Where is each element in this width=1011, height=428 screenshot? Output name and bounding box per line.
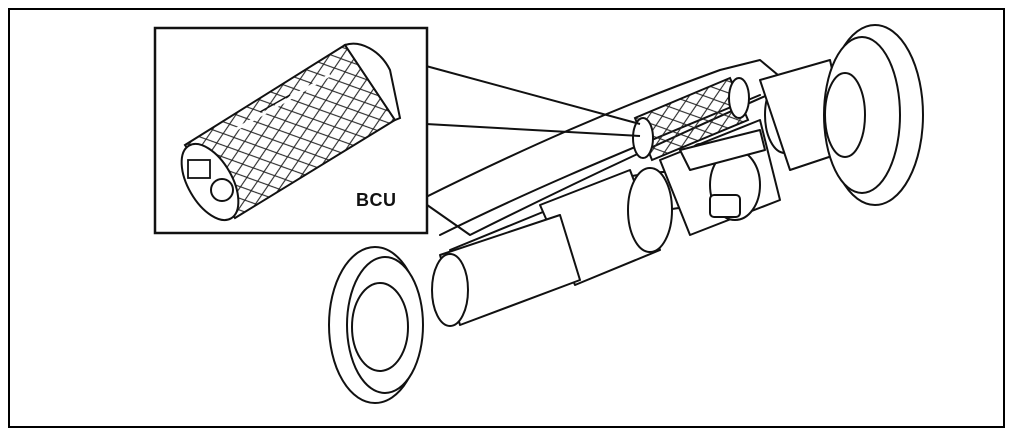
diagram-canvas bbox=[153, 24, 924, 404]
bcu-detail-inset bbox=[153, 26, 429, 235]
callout-lines bbox=[425, 65, 641, 137]
vehicle-axle-assembly-icon bbox=[419, 59, 851, 327]
left-wheel-icon bbox=[328, 246, 424, 404]
right-wheel-icon bbox=[823, 24, 924, 206]
bcu-label: BCU bbox=[356, 190, 397, 210]
bcu-on-vehicle-icon bbox=[632, 76, 750, 162]
